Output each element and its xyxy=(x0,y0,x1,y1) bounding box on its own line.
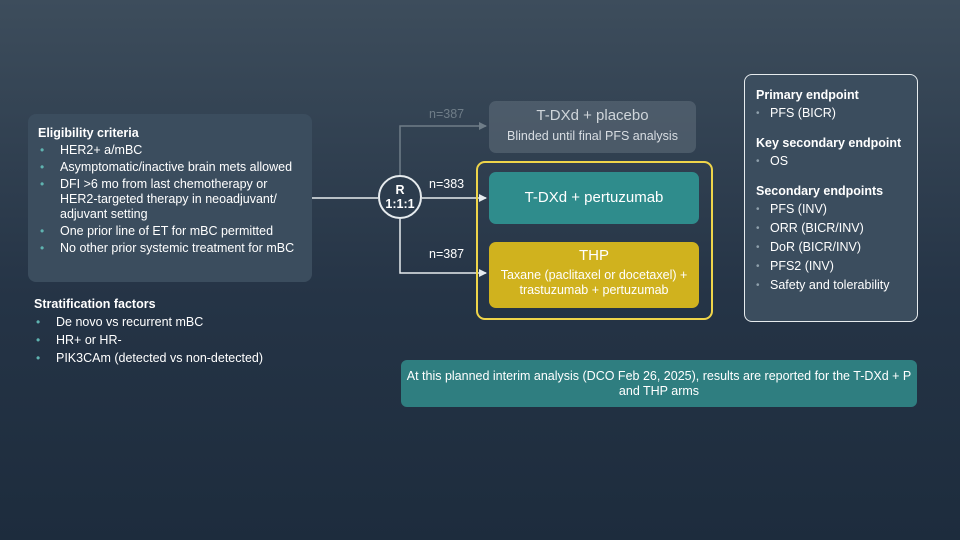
arm-thp-title: THP xyxy=(579,247,609,264)
key-secondary-endpoint-list: OS xyxy=(756,154,907,169)
eligibility-item: Asymptomatic/inactive brain mets allowed xyxy=(38,160,302,175)
endpoint-item: ORR (BICR/INV) xyxy=(756,221,907,236)
randomization-ratio: 1:1:1 xyxy=(385,197,415,211)
arm-tdxd-placebo: T-DXd + placebo Blinded until final PFS … xyxy=(489,101,696,153)
endpoint-item: Safety and tolerability xyxy=(756,278,907,293)
primary-endpoint-list: PFS (BICR) xyxy=(756,106,907,121)
n-label-pertuzumab: n=383 xyxy=(429,177,465,191)
arm-placebo-title: T-DXd + placebo xyxy=(536,107,649,124)
stratification-item: De novo vs recurrent mBC xyxy=(34,315,334,330)
eligibility-item: DFI >6 mo from last chemotherapy or HER2… xyxy=(38,177,302,222)
endpoint-item: PFS2 (INV) xyxy=(756,259,907,274)
secondary-endpoints-title: Secondary endpoints xyxy=(756,184,884,198)
arm-placebo-subtitle: Blinded until final PFS analysis xyxy=(507,129,678,143)
n-label-thp: n=387 xyxy=(429,247,465,261)
arm-thp: THP Taxane (paclitaxel or docetaxel) + t… xyxy=(489,242,699,308)
randomization-node: R 1:1:1 xyxy=(378,175,422,219)
eligibility-criteria-list: HER2+ a/mBC Asymptomatic/inactive brain … xyxy=(38,143,302,256)
endpoints-panel: Primary endpoint PFS (BICR) Key secondar… xyxy=(744,74,918,322)
stratification-title: Stratification factors xyxy=(34,297,156,311)
stratification-list: De novo vs recurrent mBC HR+ or HR- PIK3… xyxy=(34,315,334,366)
eligibility-criteria-title: Eligibility criteria xyxy=(38,126,139,140)
eligibility-item: One prior line of ET for mBC permitted xyxy=(38,224,302,239)
n-label-placebo: n=387 xyxy=(429,107,465,121)
randomization-letter: R xyxy=(395,183,405,197)
connector-to-thp-arm xyxy=(399,219,487,277)
endpoint-item: PFS (BICR) xyxy=(756,106,907,121)
arm-tdxd-pertuzumab: T-DXd + pertuzumab xyxy=(489,172,699,224)
stratification-factors: Stratification factors De novo vs recurr… xyxy=(34,296,334,369)
endpoint-item: OS xyxy=(756,154,907,169)
eligibility-criteria-panel: Eligibility criteria HER2+ a/mBC Asympto… xyxy=(28,114,312,282)
eligibility-item: HER2+ a/mBC xyxy=(38,143,302,158)
secondary-endpoints-group: Secondary endpoints PFS (INV) ORR (BICR/… xyxy=(756,183,907,293)
stratification-item: PIK3CAm (detected vs non-detected) xyxy=(34,351,334,366)
key-secondary-endpoint-title: Key secondary endpoint xyxy=(756,136,902,150)
reported-arms-highlight xyxy=(476,161,713,320)
secondary-endpoints-list: PFS (INV) ORR (BICR/INV) DoR (BICR/INV) … xyxy=(756,202,907,293)
eligibility-item: No other prior systemic treatment for mB… xyxy=(38,241,302,256)
connector-to-placebo-arm xyxy=(399,122,487,175)
endpoint-item: PFS (INV) xyxy=(756,202,907,217)
interim-analysis-note: At this planned interim analysis (DCO Fe… xyxy=(401,360,917,407)
stratification-item: HR+ or HR- xyxy=(34,333,334,348)
primary-endpoint-group: Primary endpoint PFS (BICR) xyxy=(756,87,907,121)
arm-thp-subtitle: Taxane (paclitaxel or docetaxel) + trast… xyxy=(500,268,688,297)
primary-endpoint-title: Primary endpoint xyxy=(756,88,859,102)
key-secondary-endpoint-group: Key secondary endpoint OS xyxy=(756,135,907,169)
endpoint-item: DoR (BICR/INV) xyxy=(756,240,907,255)
